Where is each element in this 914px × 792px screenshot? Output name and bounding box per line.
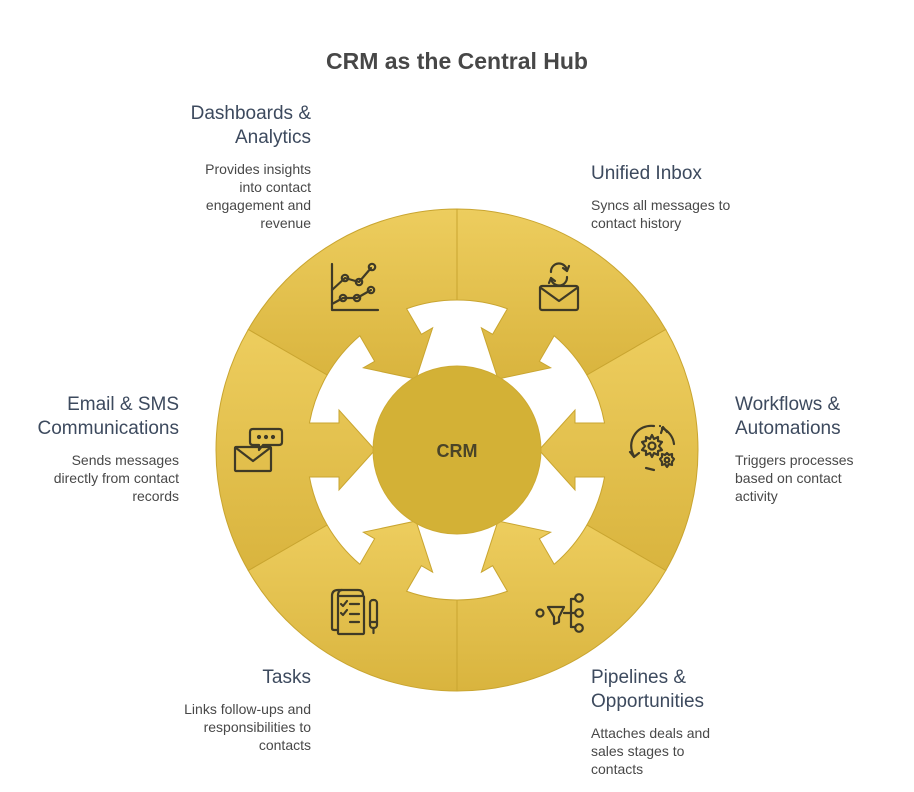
ring-segment-workflows: [538, 328, 699, 572]
line-chart-icon: [330, 262, 380, 312]
task-list-pen-icon: [330, 588, 379, 636]
segment-heading: Tasks: [262, 667, 311, 688]
segment-workflows: Workflows & Automations Triggers process…: [735, 393, 914, 505]
segment-heading: Email & SMS Communications: [37, 394, 180, 439]
diagram-title: CRM as the Central Hub: [326, 48, 588, 74]
segment-description: Provides insights into contact engagemen…: [205, 161, 311, 231]
segment-description: Syncs all messages to contact history: [591, 197, 731, 231]
segment-heading: Unified Inbox: [591, 163, 702, 184]
segment-heading: Dashboards & Analytics: [190, 103, 311, 148]
email-chat-icon: [233, 427, 284, 473]
segment-description: Triggers processes based on contact acti…: [735, 452, 854, 504]
segment-description: Links follow-ups and responsibilities to…: [184, 701, 311, 753]
envelope-sync-icon: [538, 262, 580, 312]
segment-heading: Workflows & Automations: [735, 394, 841, 439]
segment-description: Attaches deals and sales stages to conta…: [591, 725, 711, 777]
ring-segment-email: [215, 328, 376, 572]
segment-description: Sends messages directly from contact rec…: [53, 452, 179, 504]
segment-pipelines: Pipelines & Opportunities Attaches deals…: [591, 666, 771, 778]
segment-tasks: Tasks Links follow-ups and responsibilit…: [131, 666, 311, 754]
funnel-branch-icon: [535, 593, 584, 633]
hub-label: CRM: [437, 441, 478, 461]
gears-cycle-icon: [628, 424, 676, 472]
segment-email: Email & SMS Communications Sends message…: [0, 393, 180, 505]
segment-inbox: Unified Inbox Syncs all messages to cont…: [591, 162, 771, 232]
segment-heading: Pipelines & Opportunities: [591, 667, 705, 712]
segment-dashboards: Dashboards & Analytics Provides insights…: [131, 102, 311, 232]
hub-circle: [372, 365, 542, 535]
